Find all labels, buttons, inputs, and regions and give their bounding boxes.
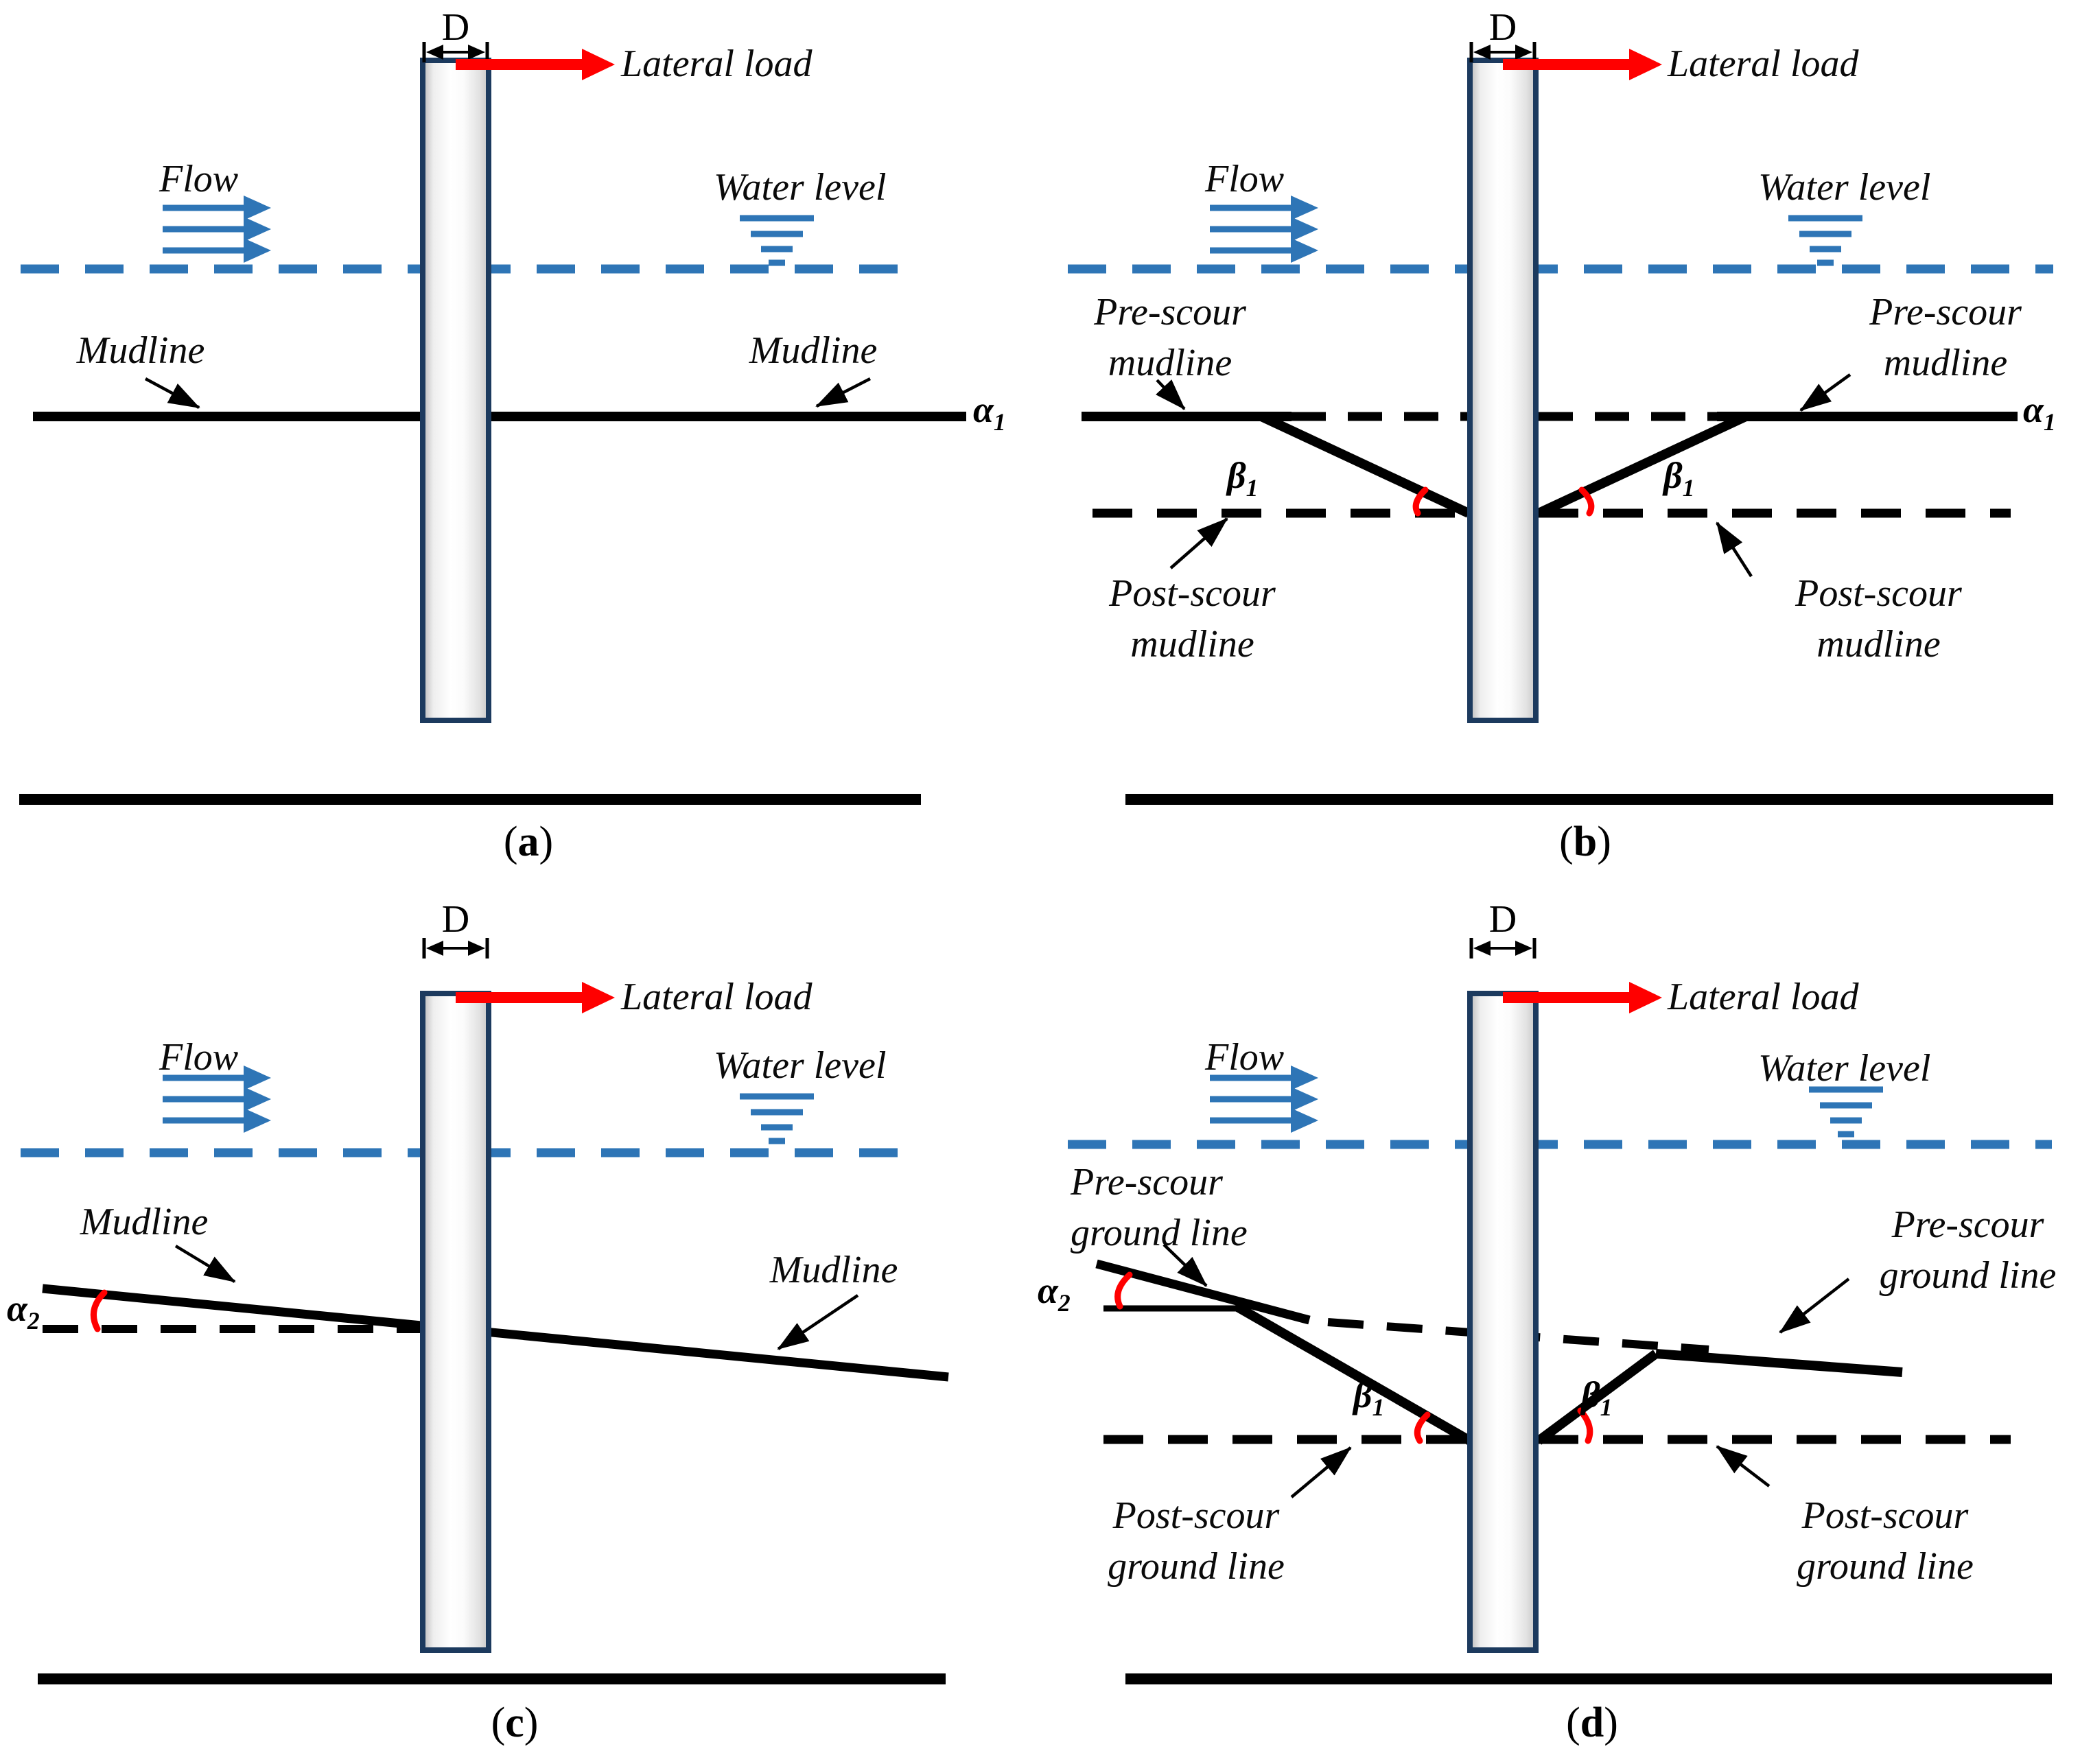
post-scour-left-leader-arrow: [1169, 517, 1228, 569]
panel-d-art: [1068, 938, 2052, 1684]
alpha1-label: α1: [2023, 389, 2056, 436]
flow-label: Flow: [159, 1036, 239, 1079]
post-scour-left-label: Post-scour mudline: [1109, 572, 1276, 666]
lateral-load-label: Lateral load: [621, 43, 813, 85]
panel-c-art: [21, 938, 949, 1684]
pre-scour-right-leader-arrow: [1799, 373, 1851, 412]
alpha2-label: α2: [7, 1288, 40, 1334]
diameter-label: D: [441, 898, 470, 941]
pre-scour-right-label: Pre-scour ground line: [1879, 1203, 2057, 1297]
water-level-symbol: [740, 1096, 814, 1141]
water-level-label: Water level: [714, 166, 887, 209]
caption-a: (a): [503, 819, 554, 865]
water-level-symbol: [1788, 218, 1862, 263]
beta-angle-arc-left: [1414, 1411, 1431, 1444]
beta1-left-label: β1: [1227, 455, 1259, 502]
scour-slope-left: [1259, 412, 1471, 518]
beta-angle-arc-right: [1577, 1407, 1593, 1444]
caption-d: (d): [1566, 1700, 1618, 1746]
scour-slope-right: [1535, 1350, 1659, 1445]
lateral-load-label: Lateral load: [1668, 43, 1859, 85]
pre-scour-right-leader-arrow: [1779, 1278, 1850, 1334]
post-scour-right-label: Post-scour ground line: [1797, 1494, 1974, 1588]
water-level-label: Water level: [1758, 1047, 1931, 1090]
sloped-mudline: [42, 1284, 949, 1382]
pile: [420, 58, 491, 723]
mudline-left-leader-arrow: [174, 1245, 236, 1283]
mudline-left-leader-arrow: [144, 377, 200, 409]
water-level-symbol: [740, 218, 814, 263]
pile: [1467, 58, 1539, 723]
mudline-left-label: Mudline: [76, 329, 205, 372]
panel-b-art: [1068, 42, 2053, 805]
lateral-load-label: Lateral load: [1668, 976, 1859, 1018]
pre-scour-left-label: Pre-scour ground line: [1071, 1161, 1248, 1254]
flow-label: Flow: [1205, 158, 1285, 200]
diameter-label: D: [1488, 6, 1517, 49]
pre-scour-left-label: Pre-scour mudline: [1094, 291, 1246, 384]
caption-c: (c): [491, 1700, 539, 1746]
pre-scour-right-label: Pre-scour mudline: [1869, 291, 2022, 384]
lateral-load-label: Lateral load: [621, 976, 813, 1018]
post-scour-right-leader-arrow: [1716, 1445, 1771, 1487]
post-scour-right-label: Post-scour mudline: [1795, 572, 1962, 666]
alpha1-label: α1: [973, 388, 1006, 434]
pile: [420, 991, 491, 1653]
water-level-symbol: [1809, 1090, 1883, 1134]
alpha1-sub: 1: [993, 408, 1006, 436]
mudline-right-leader-arrow: [815, 377, 872, 408]
beta1-right-label: β1: [1663, 455, 1695, 502]
post-scour-left-label: Post-scour ground line: [1108, 1494, 1285, 1588]
alpha-angle-arc: [90, 1289, 108, 1332]
scour-slope-right: [1536, 412, 1748, 518]
beta-angle-arc-right: [1578, 486, 1595, 517]
scour-slope-left: [1232, 1301, 1473, 1446]
water-level-label: Water level: [1758, 166, 1931, 209]
mudline-right-leader-arrow: [777, 1294, 859, 1350]
panel-a-art: [19, 42, 966, 805]
pre-scour-left-leader-arrow: [1156, 379, 1186, 410]
alpha1-base: α: [973, 389, 994, 430]
alpha-angle-arc: [1114, 1271, 1133, 1310]
flow-label: Flow: [159, 158, 239, 200]
pre-scour-ground-line-right: [1655, 1349, 1903, 1377]
flow-arrows: [163, 196, 271, 263]
flow-arrows: [1210, 196, 1318, 263]
water-level-label: Water level: [714, 1044, 887, 1087]
alpha2-label: α2: [1038, 1270, 1071, 1317]
diameter-label: D: [1488, 898, 1517, 941]
post-scour-right-leader-arrow: [1716, 521, 1753, 578]
flow-label: Flow: [1205, 1036, 1285, 1079]
beta-angle-arc-left: [1412, 486, 1429, 517]
mudline-right-label: Mudline: [749, 329, 878, 372]
mudline-right-label: Mudline: [769, 1249, 898, 1291]
mudline-left-label: Mudline: [80, 1201, 209, 1243]
post-scour-left-leader-arrow: [1290, 1446, 1352, 1498]
beta1-left-label: β1: [1353, 1374, 1385, 1421]
pile: [1467, 991, 1539, 1653]
caption-b: (b): [1559, 819, 1611, 865]
beta1-right-label: β1: [1581, 1374, 1613, 1421]
pre-scour-left-leader-arrow: [1162, 1243, 1208, 1287]
diameter-label: D: [441, 6, 470, 49]
